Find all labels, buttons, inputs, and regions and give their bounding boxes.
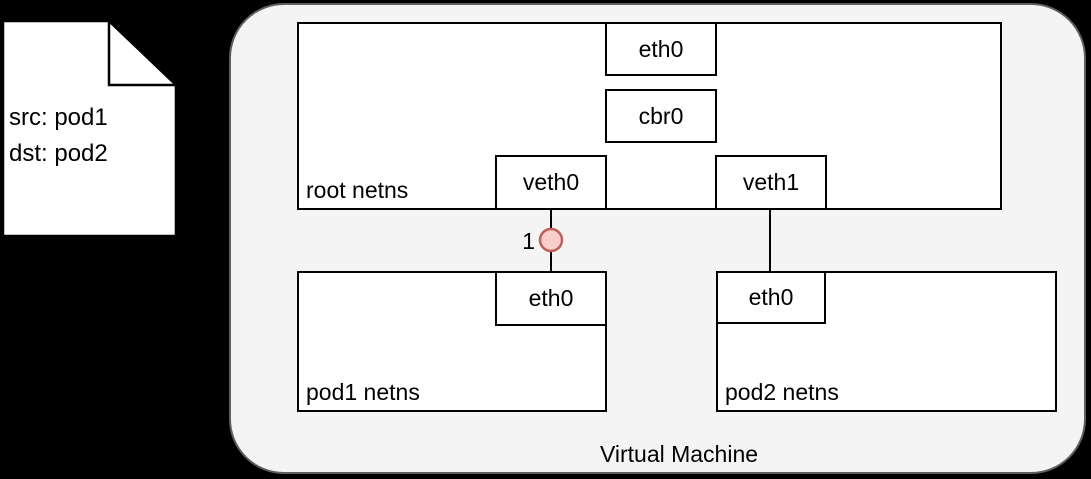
veth0-box: veth0 (495, 155, 607, 210)
pod1-eth0-box: eth0 (495, 271, 607, 326)
veth1-label: veth1 (742, 169, 800, 195)
virtual-machine-label: Virtual Machine (599, 441, 759, 467)
pod1-netns-label: pod1 netns (306, 379, 420, 405)
packet-note-shape (1, 19, 178, 238)
pod2-eth0-label: eth0 (748, 284, 794, 310)
root-eth0-box: eth0 (605, 22, 717, 76)
pod2-netns-label: pod2 netns (725, 379, 839, 405)
veth1-box: veth1 (715, 155, 827, 210)
step-marker-number: 1 (522, 228, 535, 254)
cbr0-label: cbr0 (638, 102, 684, 129)
cbr0-box: cbr0 (605, 89, 717, 143)
step-marker-circle (538, 227, 564, 253)
packet-dst-line: dst: pod2 (9, 140, 108, 167)
root-netns-label: root netns (306, 177, 409, 203)
veth0-label: veth0 (522, 169, 580, 195)
root-eth0-label: eth0 (638, 35, 684, 62)
pod1-eth0-label: eth0 (528, 285, 574, 311)
packet-note-fold (107, 21, 176, 87)
pod2-eth0-box: eth0 (716, 271, 826, 324)
packet-src-line: src: pod1 (9, 104, 108, 131)
packet-note-text: src: pod1 dst: pod2 (9, 100, 108, 172)
